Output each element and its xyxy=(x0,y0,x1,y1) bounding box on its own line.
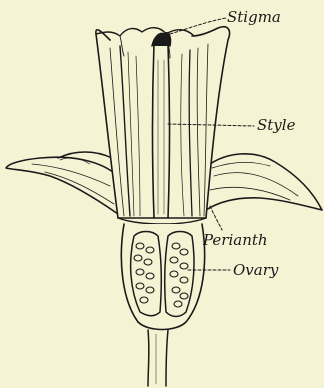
label-perianth: Perianth xyxy=(203,233,268,248)
perianth-leader xyxy=(210,206,222,230)
label-style: Style xyxy=(257,118,295,133)
label-stigma: Stigma xyxy=(227,10,281,25)
label-ovary: Ovary xyxy=(233,263,278,278)
right-perianth-lobe xyxy=(202,154,322,210)
left-perianth-lobe xyxy=(6,157,118,214)
pedicel xyxy=(148,330,149,386)
stigma xyxy=(152,33,171,46)
